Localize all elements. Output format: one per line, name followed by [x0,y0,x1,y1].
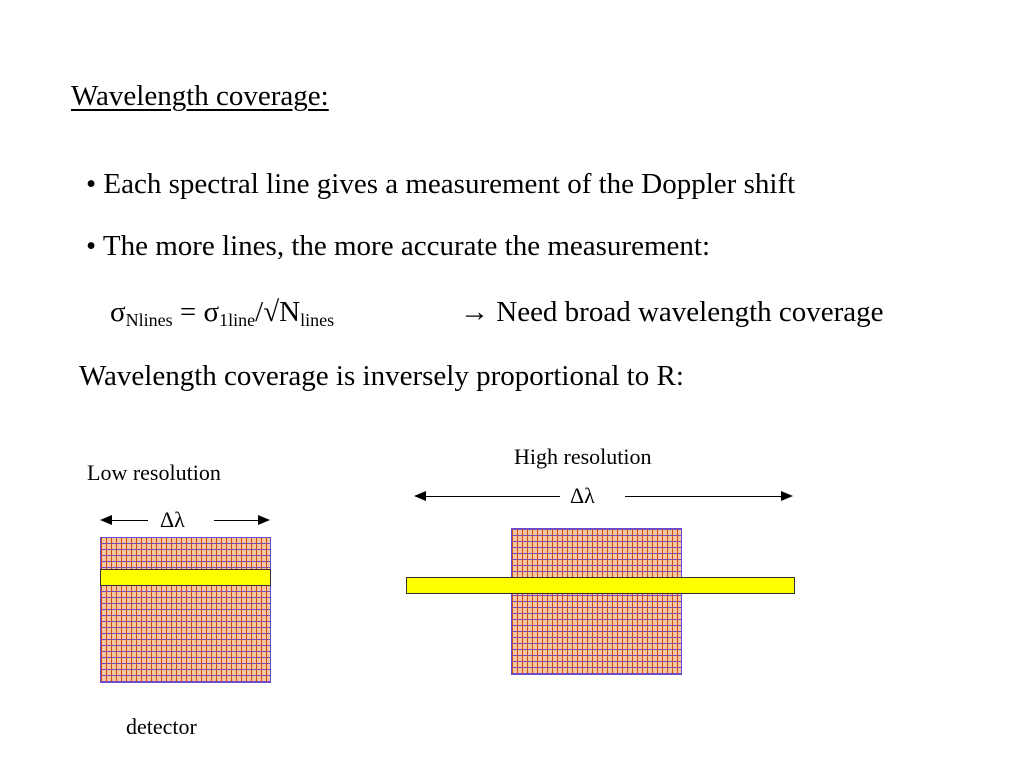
high-res-arrowhead-right [781,491,793,501]
formula-equals: = [172,296,204,328]
low-res-detector [100,537,271,683]
high-res-delta-lambda: Δλ [570,483,595,508]
low-resolution-label: Low resolution [87,460,221,485]
formula-sub-nlines: Nlines [125,310,173,330]
low-res-arrow-left-line [110,520,148,521]
low-res-spectrum [100,569,271,586]
formula-sigma-2: σ [203,296,220,328]
high-res-arrowhead-left [414,491,426,501]
high-res-spectrum [406,577,795,594]
bullet-more-lines: • The more lines, the more accurate the … [86,230,710,262]
formula-sub-lines: lines [300,310,335,330]
formula-slash-sqrt: /√ [255,296,280,328]
inverse-proportional-statement: Wavelength coverage is inversely proport… [79,360,684,392]
formula-sigma: σ [110,296,126,328]
slide-title: Wavelength coverage: [71,80,329,112]
detector-label: detector [126,714,197,739]
low-res-arrow-right-line [214,520,260,521]
bullet-doppler: • Each spectral line gives a measurement… [86,168,796,200]
high-res-detector [511,528,682,675]
high-res-arrow-left-line [424,496,560,497]
low-res-delta-lambda: Δλ [160,507,185,532]
high-resolution-label: High resolution [514,444,652,469]
high-res-arrow-right-line [625,496,783,497]
low-res-arrowhead-right [258,515,270,525]
need-broad-coverage: → Need broad wavelength coverage [460,296,884,328]
sigma-formula: σNlines = σ1line/√Nlines [110,296,334,329]
low-res-arrowhead-left [100,515,112,525]
formula-sub-1line: 1line [219,310,256,330]
formula-n: N [279,296,301,328]
